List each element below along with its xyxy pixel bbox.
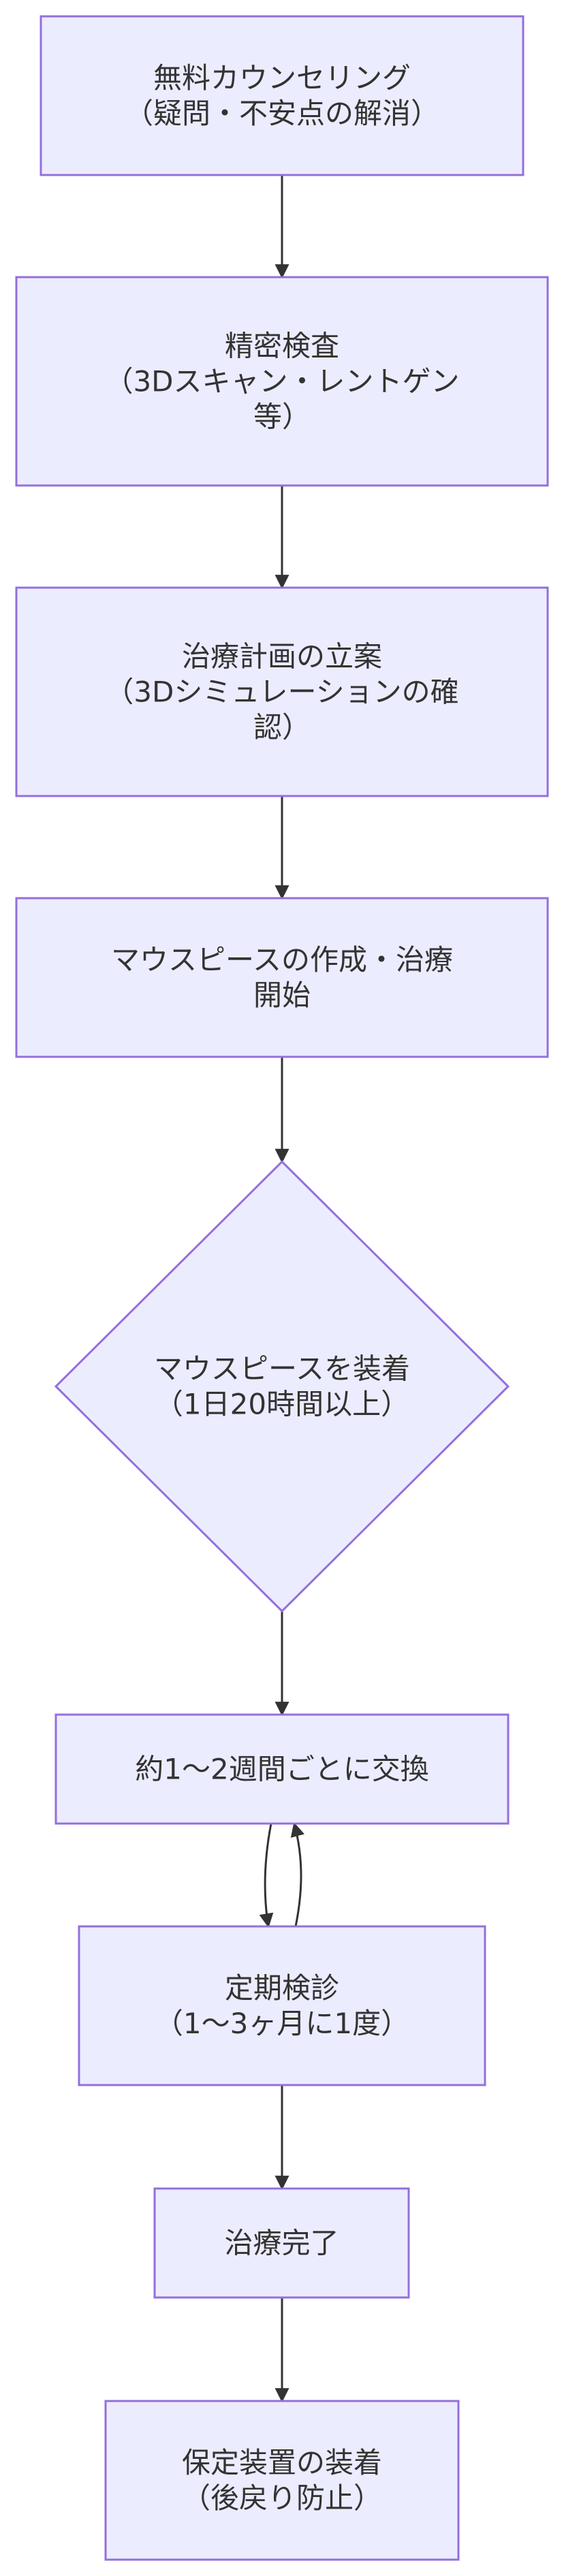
node-checkup: 定期検診（1〜3ヶ月に1度） [78, 1925, 486, 2086]
edge-exchange-to-checkup [259, 1823, 274, 1928]
process-box [15, 276, 549, 487]
node-label-line: 開始 [253, 979, 311, 1012]
process-box [15, 897, 549, 1058]
node-exchange: 約1〜2週間ごとに交換 [54, 1713, 510, 1825]
node-counseling: 無料カウンセリング（疑問・不安点の解消） [40, 15, 524, 176]
node-label-line: 治療計画の立案 [182, 640, 382, 673]
node-label-line: 定期検診 [225, 1971, 339, 2005]
process-box [78, 1925, 486, 2086]
node-label-line: （1日20時間以上） [155, 1388, 409, 1421]
node-label-line: 精密検査 [225, 330, 339, 363]
edges-layer [259, 175, 305, 2403]
node-label-line: （1〜3ヶ月に1度） [155, 2007, 409, 2040]
node-label-line: マウスピースの作成・治療 [111, 943, 453, 976]
node-label-line: 無料カウンセリング [153, 61, 411, 95]
node-label-line: 治療完了 [224, 2227, 339, 2260]
node-label-line: （3Dシミュレーションの確 [105, 675, 458, 709]
node-complete: 治療完了 [153, 2187, 410, 2299]
node-label-line: 保定装置の装着 [182, 2446, 382, 2479]
process-box [54, 1713, 510, 1825]
node-label-line: （疑問・不安点の解消） [125, 97, 439, 130]
decision-shape [54, 1160, 510, 1613]
node-label-line: （3Dスキャン・レントゲン [104, 365, 459, 398]
node-label-line: マウスピースを装着 [154, 1352, 410, 1386]
edge-checkup-to-exchange [290, 1822, 305, 1927]
node-label-line: 約1〜2週間ごとに交換 [135, 1753, 428, 1786]
process-box [153, 2187, 410, 2299]
node-label-line: 等） [253, 400, 311, 434]
process-box [15, 586, 549, 797]
node-retainer: 保定装置の装着（後戻り防止） [104, 2400, 460, 2561]
process-box [40, 15, 524, 176]
node-label-line: 認） [253, 711, 311, 744]
process-box [104, 2400, 460, 2561]
node-wear: マウスピースを装着（1日20時間以上） [54, 1160, 510, 1613]
node-label-line: （後戻り防止） [182, 2481, 382, 2515]
